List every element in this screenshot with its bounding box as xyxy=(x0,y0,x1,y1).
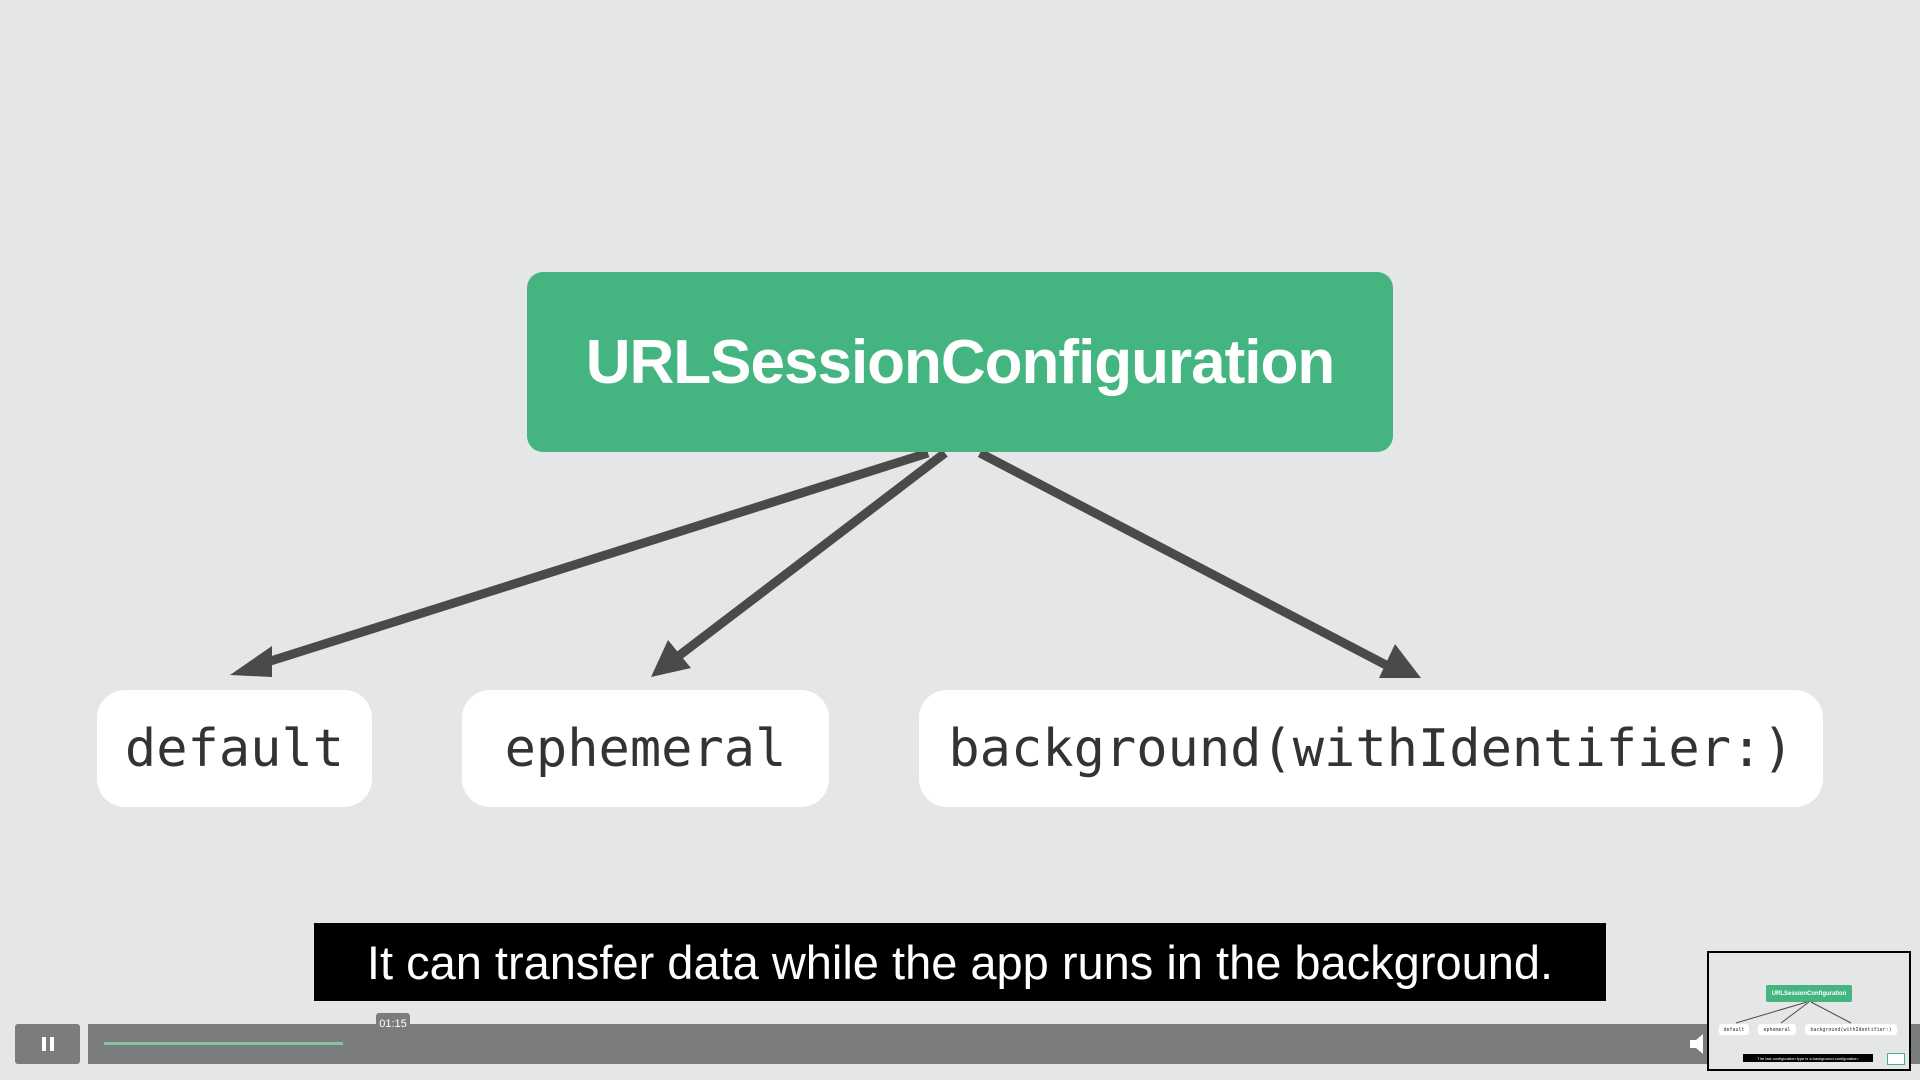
node-label-ephemeral: ephemeral xyxy=(504,718,787,779)
subtitle-caption: It can transfer data while the app runs … xyxy=(314,923,1606,1001)
thumbnail-control xyxy=(1887,1053,1905,1065)
volume-icon[interactable] xyxy=(1690,1033,1710,1055)
arrowhead-background xyxy=(1379,644,1421,678)
diagram-node-ephemeral: ephemeral xyxy=(462,690,829,807)
pause-button[interactable] xyxy=(15,1024,80,1064)
thumbnail-arrows xyxy=(1735,1001,1852,1024)
thumbnail-node-default: default xyxy=(1719,1024,1749,1035)
pause-icon xyxy=(41,1037,54,1051)
thumbnail-caption: The last configuration type is a backgro… xyxy=(1743,1054,1873,1062)
time-tooltip: 01:15 xyxy=(376,1013,410,1034)
arrow-to-background xyxy=(977,449,1389,669)
arrow-to-default xyxy=(256,448,930,670)
diagram-node-background: background(withIdentifier:) xyxy=(919,690,1823,807)
node-label-background: background(withIdentifier:) xyxy=(948,718,1794,779)
thumbnail-root-node: URLSessionConfiguration xyxy=(1766,985,1852,1002)
progress-fill xyxy=(104,1042,343,1045)
diagram-node-default: default xyxy=(97,690,372,807)
diagram-root-node: URLSessionConfiguration xyxy=(527,272,1393,452)
arrowhead-default xyxy=(230,646,272,677)
arrowhead-ephemeral xyxy=(651,640,691,677)
root-node-label: URLSessionConfiguration xyxy=(585,327,1336,397)
progress-track xyxy=(104,1042,1694,1045)
thumbnail-preview[interactable]: URLSessionConfiguration default ephemera… xyxy=(1707,951,1911,1071)
thumbnail-node-background: background(withIdentifier:) xyxy=(1805,1024,1897,1035)
node-label-default: default xyxy=(124,718,345,779)
thumbnail-node-ephemeral: ephemeral xyxy=(1758,1024,1796,1035)
arrow-to-ephemeral xyxy=(669,449,948,665)
progress-scrubber[interactable] xyxy=(88,1024,1920,1064)
